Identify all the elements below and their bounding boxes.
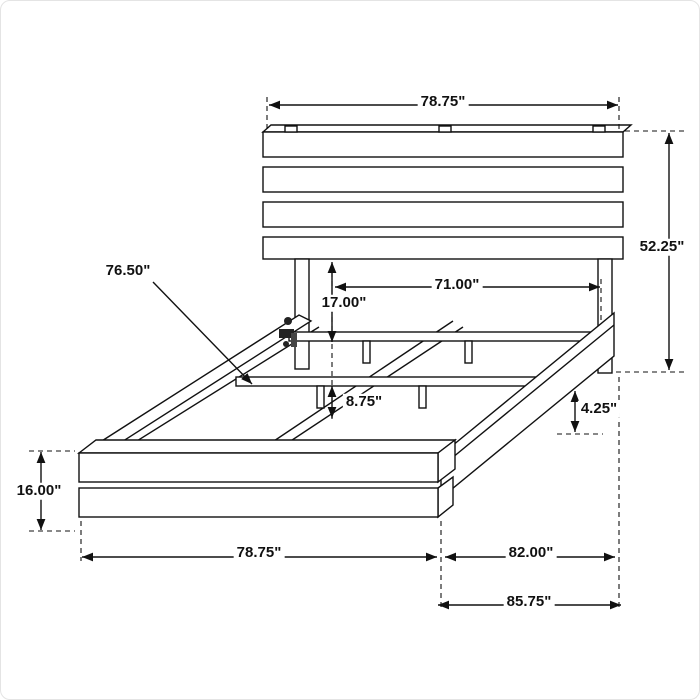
dim-label-headboard-clearance: 17.00"	[318, 294, 370, 312]
dim-label-inner-width: 71.00"	[431, 276, 483, 294]
slat-bracket	[362, 340, 371, 364]
slat-bracket	[464, 340, 473, 364]
headboard-cleat-left	[284, 125, 298, 133]
slat-bracket	[316, 385, 325, 409]
leader-arrow-slat-rail	[152, 281, 253, 385]
dim-label-overall-length: 85.75"	[503, 593, 555, 611]
footboard	[76, 438, 458, 519]
dim-label-footboard-height: 16.00"	[13, 482, 65, 500]
headboard	[261, 124, 633, 260]
dim-label-support-spacing: 8.75"	[342, 393, 386, 411]
mounting-bracket-detail	[279, 317, 297, 347]
headboard-cleat-center	[438, 125, 452, 133]
slat-bracket	[418, 385, 427, 409]
dim-label-headboard-width: 78.75"	[417, 93, 469, 111]
left-and-center-rails	[81, 314, 464, 462]
headboard-cleat-right	[592, 125, 606, 133]
dim-label-rail-height: 4.25"	[577, 400, 621, 418]
dim-label-overall-height: 52.25"	[636, 238, 688, 256]
right-side-rail	[440, 311, 615, 500]
dim-label-slat-rail-length: 76.50"	[102, 262, 154, 280]
dim-label-frame-length: 82.00"	[505, 544, 557, 562]
dim-label-footboard-width: 78.75"	[233, 544, 285, 562]
